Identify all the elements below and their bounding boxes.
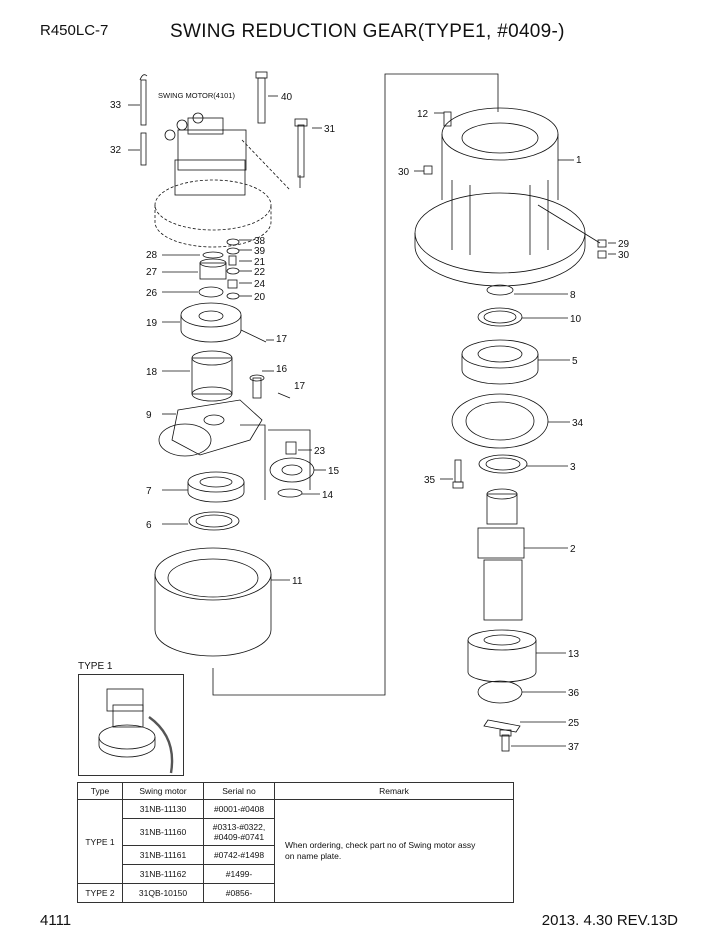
th-remark: Remark <box>274 782 514 800</box>
page-number: 4111 <box>40 912 72 929</box>
callout-17: 17 <box>276 334 288 345</box>
callout-18: 18 <box>146 367 158 378</box>
callout-16: 16 <box>276 364 288 375</box>
callout-30: 30 <box>398 167 410 178</box>
type1-motor-illustration <box>98 688 174 774</box>
callout-28: 28 <box>146 250 158 261</box>
serial-line-1: #0313-#0322, <box>212 822 266 832</box>
swing-motor-label: SWING MOTOR(4101) <box>158 91 235 100</box>
table-row: TYPE 1 31NB-11130 #0001-#0408 When order… <box>77 799 514 903</box>
callout-2: 2 <box>570 544 576 555</box>
callout-31: 31 <box>324 124 336 135</box>
cell-motor: 31NB-11160 <box>122 818 204 846</box>
callout-17: 17 <box>294 381 306 392</box>
th-serial-no: Serial no <box>203 782 275 800</box>
type1-label: TYPE 1 <box>78 661 113 672</box>
cell-motor: 31QB-10150 <box>122 883 204 903</box>
callout-36: 36 <box>568 688 580 699</box>
cell-type: TYPE 1 <box>77 799 123 884</box>
cell-motor: 31NB-11162 <box>122 864 204 884</box>
callout-6: 6 <box>146 520 152 531</box>
callout-22: 22 <box>254 267 266 278</box>
cell-serial: #0856- <box>203 883 275 903</box>
callout-11: 11 <box>292 576 303 587</box>
table-header-row: Type Swing motor Serial no Remark <box>77 782 514 800</box>
swing-motor-serial-table: Type Swing motor Serial no Remark TYPE 1… <box>77 782 514 903</box>
callout-19: 19 <box>146 318 158 329</box>
cell-serial: #0742-#1498 <box>203 845 275 865</box>
callout-34: 34 <box>572 418 584 429</box>
callout-13: 13 <box>568 649 580 660</box>
callout-39: 39 <box>254 246 266 257</box>
callout-25: 25 <box>568 718 580 729</box>
cell-motor: 31NB-11130 <box>122 799 204 819</box>
table-row: 31NB-11161 #0742-#1498 <box>78 845 514 865</box>
callout-7: 7 <box>146 486 152 497</box>
th-swing-motor: Swing motor <box>122 782 204 800</box>
type1-inset <box>78 674 184 776</box>
cell-remark: When ordering, check part no of Swing mo… <box>274 799 514 903</box>
callout-26: 26 <box>146 288 158 299</box>
remark-line-1: When ordering, check part no of Swing mo… <box>285 840 476 850</box>
callout-1: 1 <box>576 155 582 166</box>
callout-9: 9 <box>146 410 152 421</box>
callout-27: 27 <box>146 267 158 278</box>
callout-14: 14 <box>322 490 334 501</box>
callout-29: 29 <box>618 239 630 250</box>
callout-12: 12 <box>417 109 429 120</box>
cell-serial: #0001-#0408 <box>203 799 275 819</box>
table-row: TYPE 2 31QB-10150 #0856- <box>77 883 514 903</box>
cell-type: TYPE 2 <box>77 883 123 903</box>
model-number: R450LC-7 <box>40 22 109 39</box>
callout-38: 38 <box>254 236 266 247</box>
callout-35: 35 <box>424 475 436 486</box>
cell-serial: #0313-#0322, #0409-#0741 <box>203 818 275 846</box>
callout-15: 15 <box>328 466 340 477</box>
cell-serial: #1499- <box>203 864 275 884</box>
callout-3: 3 <box>570 462 576 473</box>
callout-23: 23 <box>314 446 326 457</box>
callout-33: 33 <box>110 100 122 111</box>
revision-date: 2013. 4.30 REV.13D <box>541 912 678 929</box>
callout-40: 40 <box>281 92 293 103</box>
callout-24: 24 <box>254 279 266 290</box>
page-title: SWING REDUCTION GEAR(TYPE1, #0409-) <box>170 21 565 42</box>
callout-8: 8 <box>570 290 576 301</box>
th-type: Type <box>77 782 123 800</box>
callout-30: 30 <box>618 250 630 261</box>
remark-line-2: on name plate. <box>285 851 342 861</box>
callout-37: 37 <box>568 742 580 753</box>
callout-20: 20 <box>254 292 266 303</box>
callout-5: 5 <box>572 356 578 367</box>
callout-10: 10 <box>570 314 582 325</box>
cell-motor: 31NB-11161 <box>122 845 204 865</box>
serial-line-2: #0409-#0741 <box>213 832 265 842</box>
callout-32: 32 <box>110 145 122 156</box>
callout-21: 21 <box>254 257 266 268</box>
